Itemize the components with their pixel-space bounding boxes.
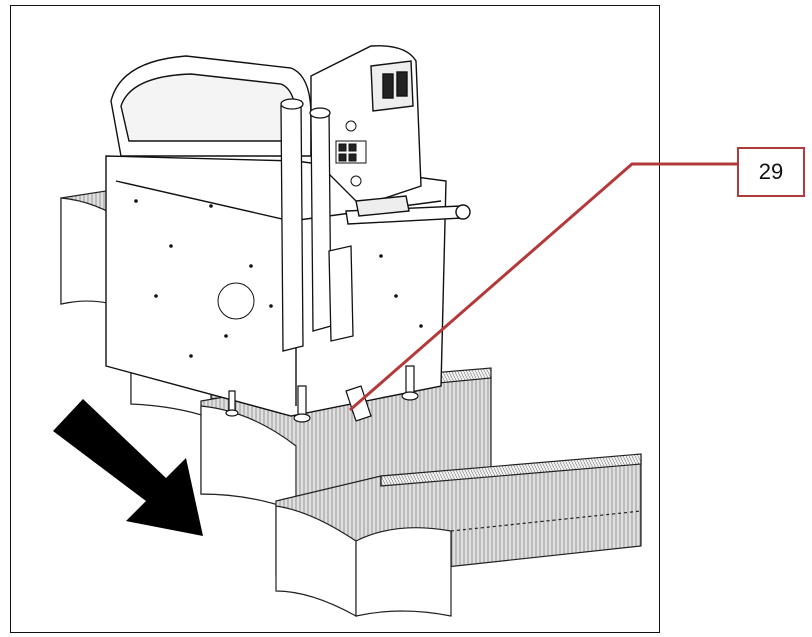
callout-number: 29: [758, 159, 784, 184]
callout-box: 29: [737, 147, 805, 197]
pipes: [280, 98, 354, 352]
figure-frame: [10, 5, 660, 633]
tile-stack-bottom: [275, 453, 642, 618]
machine-body: [105, 45, 447, 417]
machine-illustration: [53, 45, 642, 618]
panel-port: [217, 282, 255, 320]
direction-arrow-icon: [53, 399, 203, 536]
